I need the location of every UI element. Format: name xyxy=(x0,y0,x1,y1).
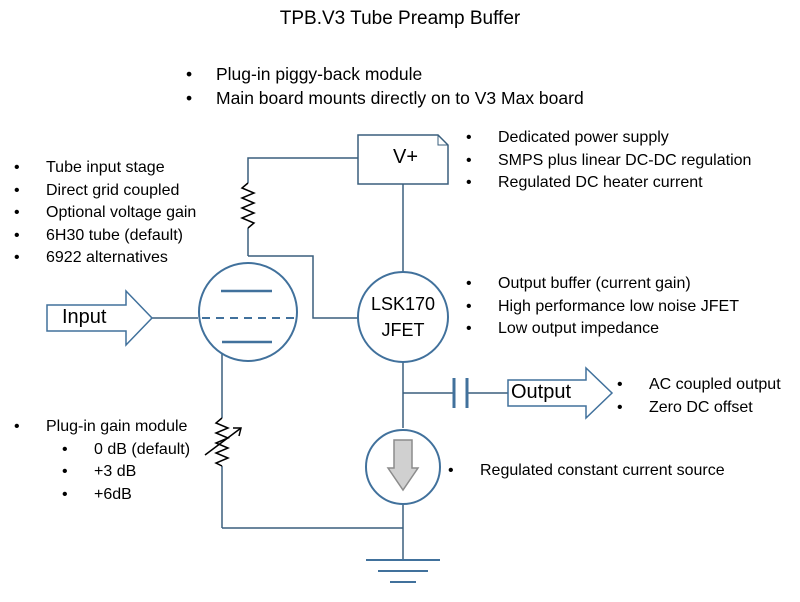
anode-resistor-icon xyxy=(240,182,256,229)
note-subitem: 0 dB (default) xyxy=(14,439,190,462)
note-item: Regulated constant current source xyxy=(448,460,725,483)
note-item: SMPS plus linear DC-DC regulation xyxy=(466,150,751,173)
capacitor-icon xyxy=(452,378,469,408)
note-subitem: +6dB xyxy=(14,484,190,507)
ground-icon xyxy=(366,559,440,583)
note-item: Zero DC offset xyxy=(617,397,781,420)
output-label: Output xyxy=(511,381,572,403)
power-label: V+ xyxy=(392,146,419,168)
note-item: Tube input stage xyxy=(14,157,196,180)
ccs-notes: Regulated constant current source xyxy=(448,460,725,483)
note-item: AC coupled output xyxy=(617,374,781,397)
note-item: Plug-in piggy-back module xyxy=(186,62,584,86)
diagram-title: TPB.V3 Tube Preamp Buffer xyxy=(279,8,521,29)
output-arrow xyxy=(507,366,614,420)
note-item: Main board mounts directly on to V3 Max … xyxy=(186,86,584,110)
top-notes: Plug-in piggy-back module Main board mou… xyxy=(186,62,584,110)
tube-icon xyxy=(198,262,298,362)
power-notes: Dedicated power supply SMPS plus linear … xyxy=(466,127,751,195)
note-item: 6922 alternatives xyxy=(14,247,196,270)
power-supply-block xyxy=(357,134,449,185)
wires xyxy=(152,157,508,560)
note-item: Output buffer (current gain) xyxy=(466,273,739,296)
note-item: Regulated DC heater current xyxy=(466,172,751,195)
buffer-notes: Output buffer (current gain) High perfor… xyxy=(466,273,739,341)
input-arrow xyxy=(46,289,154,347)
note-subitem: +3 dB xyxy=(14,461,190,484)
gain-module-notes: Plug-in gain module 0 dB (default) +3 dB… xyxy=(14,416,190,506)
current-source-icon xyxy=(365,429,441,505)
jfet-label-line2: JFET xyxy=(381,320,425,340)
note-item: 6H30 tube (default) xyxy=(14,225,196,248)
note-item: High performance low noise JFET xyxy=(466,296,739,319)
note-item: Low output impedance xyxy=(466,318,739,341)
note-item: Optional voltage gain xyxy=(14,202,196,225)
output-notes: AC coupled output Zero DC offset xyxy=(617,374,781,419)
variable-resistor-icon xyxy=(204,417,242,467)
note-item: Dedicated power supply xyxy=(466,127,751,150)
tube-notes: Tube input stage Direct grid coupled Opt… xyxy=(14,157,196,270)
note-item: Plug-in gain module xyxy=(14,416,190,439)
note-item: Direct grid coupled xyxy=(14,180,196,203)
jfet-label-line1: LSK170 xyxy=(370,294,436,314)
jfet-label: LSK170 JFET xyxy=(358,291,448,343)
input-label: Input xyxy=(62,306,107,328)
jfet-block xyxy=(357,271,449,363)
